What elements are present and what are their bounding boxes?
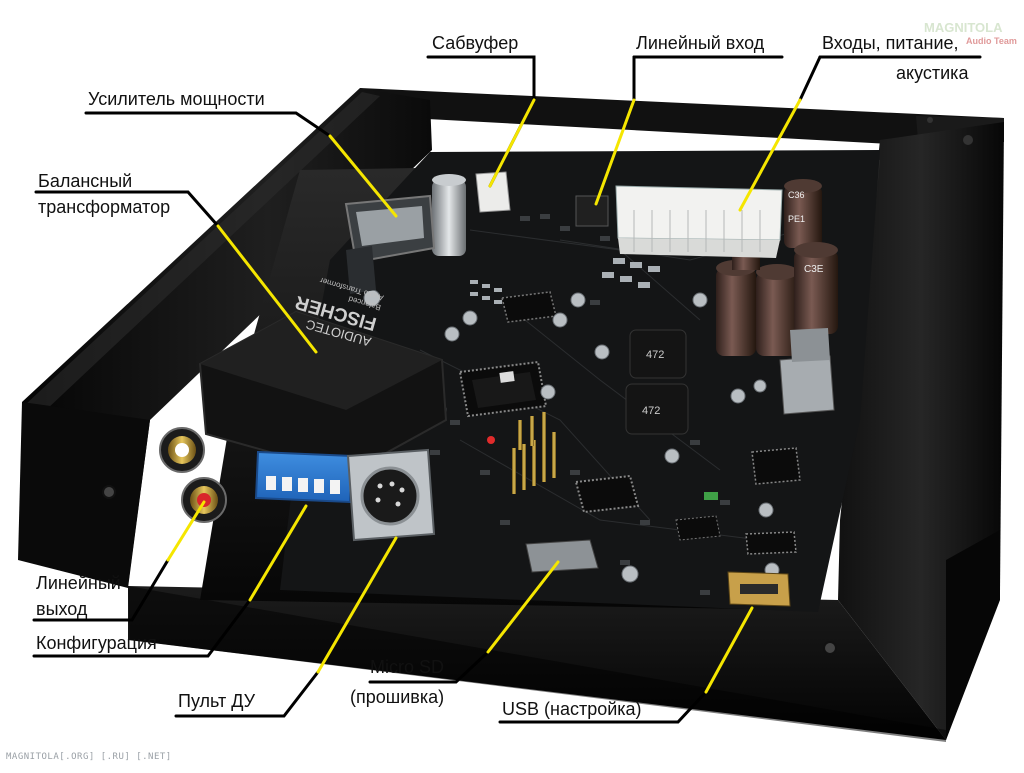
silver-capacitor xyxy=(432,180,466,256)
annotation-leaders xyxy=(32,55,982,724)
label-inputs-power: Входы, питание, xyxy=(822,33,959,53)
label-firmware: (прошивка) xyxy=(350,687,445,707)
svg-text:472: 472 xyxy=(646,349,664,361)
balanced-transformer: AUDIOTEC FISCHER Balanced Audio Transfor… xyxy=(198,276,448,476)
svg-text:472: 472 xyxy=(642,405,660,417)
label-speakers: акустика xyxy=(896,63,969,83)
microsd-slot xyxy=(525,539,599,573)
rca-jack-top xyxy=(159,427,205,473)
label-microsd: Micro SD xyxy=(370,657,445,677)
usb-connector xyxy=(727,571,791,607)
svg-text:PE1: PE1 xyxy=(788,214,805,224)
power-connector xyxy=(615,185,783,258)
inductor-2: 472 xyxy=(625,383,689,435)
label-line-out-2: выход xyxy=(36,599,88,619)
dsp-chip xyxy=(458,360,548,418)
label-line-out: Линейный xyxy=(36,573,121,593)
svg-text:C3E: C3E xyxy=(804,264,824,275)
dip-switch xyxy=(254,450,354,504)
svg-text:C36: C36 xyxy=(788,190,805,200)
label-configuration: Конфигурация xyxy=(36,633,157,653)
line-in-connector xyxy=(575,195,609,227)
watermark-logo: MAGNITOLA xyxy=(924,20,1003,35)
pin-header xyxy=(512,412,556,494)
led-indicator xyxy=(487,436,495,444)
rca-jack-bottom xyxy=(181,477,227,523)
label-subwoofer: Сабвуфер xyxy=(432,33,519,53)
label-amplifier: Усилитель мощности xyxy=(88,89,265,109)
label-usb: USB (настройка) xyxy=(502,699,642,719)
inductor-1: 472 xyxy=(629,329,687,379)
label-balanced: Балансный xyxy=(38,171,133,191)
label-line-in: Линейный вход xyxy=(636,33,765,53)
watermark-team: Audio Team xyxy=(966,36,1017,46)
label-remote: Пульт ДУ xyxy=(178,691,256,711)
label-transformer: трансформатор xyxy=(38,197,171,217)
remote-connector xyxy=(346,448,436,542)
amplifier-module xyxy=(344,194,436,294)
footer-watermark: MAGNITOLA[.ORG] [.RU] [.NET] xyxy=(6,752,172,762)
